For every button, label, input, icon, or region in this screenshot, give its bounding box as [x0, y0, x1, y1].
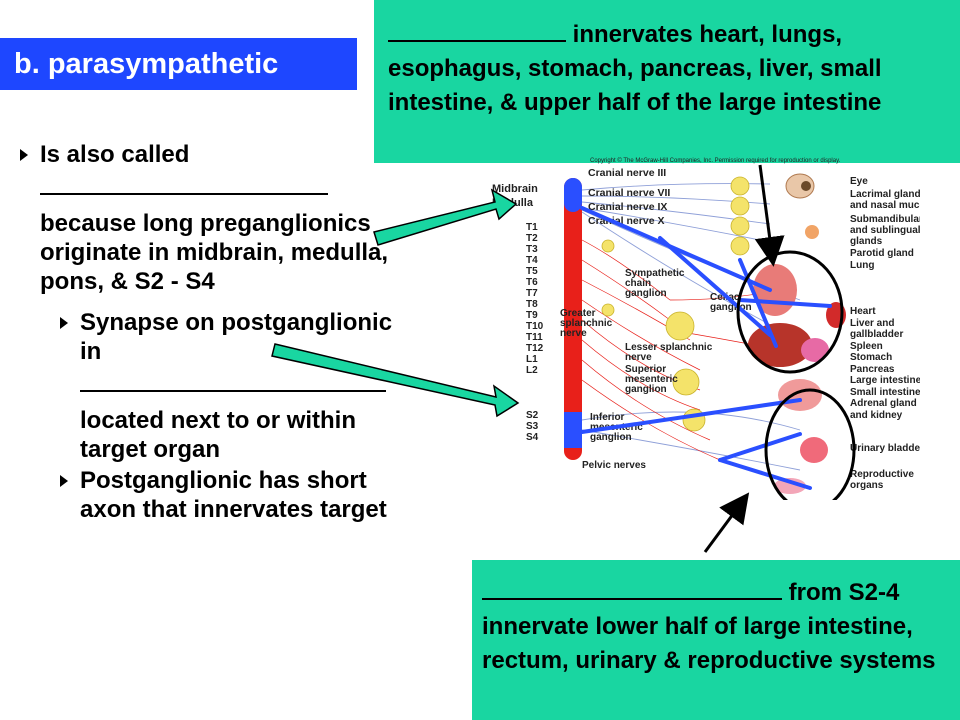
organ-label: and kidney	[850, 410, 903, 421]
bullet-main-text-a: Is also called	[40, 141, 190, 168]
organ-label: Lacrimal gland	[850, 189, 920, 200]
vertebra-label-l2: L2	[526, 365, 538, 376]
organ-label: Adrenal gland	[850, 398, 917, 409]
organ-label: Stomach	[850, 352, 892, 363]
fill-in-blank	[80, 374, 386, 392]
spinal-cord	[564, 178, 582, 460]
organ-label: and sublingual	[850, 225, 920, 236]
bullet-sub1-text-a: Synapse on postganglionic in	[80, 309, 393, 365]
organ-label: Small intestine	[850, 387, 920, 398]
fill-in-blank	[482, 572, 782, 600]
vertebra-label-t6: T6	[526, 277, 538, 288]
label-pelvic-nerves: Pelvic nerves	[582, 460, 646, 471]
ganglia	[601, 176, 750, 432]
vertebra-label-t7: T7	[526, 288, 538, 299]
organ-label: Urinary bladder	[850, 443, 920, 454]
callout-bottom-text-rest: innervate lower half of large intestine,…	[482, 613, 936, 674]
callout-bottom: from S2-4 innervate lower half of large …	[472, 560, 960, 720]
vertebra-label-t11: T11	[526, 332, 543, 343]
organ-label: Spleen	[850, 341, 883, 352]
organ-label: Submandibular	[850, 214, 920, 225]
pointer-arrow-lower	[703, 492, 750, 553]
vertebra-label-t10: T10	[526, 321, 544, 332]
vertebra-label-t3: T3	[526, 244, 538, 255]
upper-organ-circle	[736, 250, 844, 374]
sacral-region	[564, 412, 582, 448]
vertebra-label-s3: S3	[526, 421, 539, 432]
callout-top: innervates heart, lungs, esophagus, stom…	[374, 0, 960, 163]
bullet-sub2-text: Postganglionic has short axon that inner…	[80, 467, 387, 523]
green-arrow-lower	[271, 343, 520, 418]
label-cranial-nerve-iii: Cranial nerve III	[588, 167, 666, 179]
organ-label: Large intestine	[850, 375, 920, 386]
vertebra-label-t4: T4	[526, 255, 538, 266]
bullet-arrow-icon	[20, 149, 28, 161]
fill-in-blank	[40, 177, 328, 195]
vertebra-label-t2: T2	[526, 233, 538, 244]
pointer-arrow-upper	[754, 164, 785, 267]
bullet-main-text-b: because long preganglionics originate in…	[40, 210, 389, 295]
sympathetic-fibers	[581, 239, 781, 461]
label-midbrain: Midbrain	[492, 183, 538, 195]
bullet-arrow-icon	[60, 317, 68, 329]
vertebra-label-s4: S4	[526, 432, 539, 443]
vertebra-label-t8: T8	[526, 299, 538, 310]
vertebra-label-s2: S2	[526, 410, 539, 421]
bullet-arrow-icon	[60, 475, 68, 487]
bullet-sub1-text-b: located next to or within target organ	[80, 407, 357, 463]
brainstem-region	[564, 178, 582, 212]
organ-label: Reproductive	[850, 469, 914, 480]
lower-organ-circle	[764, 388, 856, 500]
bullet-sub-1: Synapse on postganglionic in located nex…	[18, 308, 408, 464]
fill-in-blank	[388, 14, 566, 42]
organ-label: gallbladder	[850, 329, 903, 340]
organ-label: organs	[850, 480, 884, 491]
vertebra-label-l1: L1	[526, 354, 538, 365]
organ-label: Pancreas	[850, 364, 895, 375]
organ-label: Heart	[850, 306, 876, 317]
label-cranial-nerve-ix: Cranial nerve IX	[588, 201, 667, 213]
copyright-note: Copyright © The McGraw-Hill Companies, I…	[590, 157, 841, 164]
organ-label: Liver and	[850, 318, 894, 329]
callout-top-text: innervates heart, lungs, esophagus, stom…	[388, 21, 882, 116]
vertebra-label-t12: T12	[526, 343, 544, 354]
organ-label: Lung	[850, 260, 874, 271]
organ-label: and nasal mucosa	[850, 200, 920, 211]
slide-title: b. parasympathetic	[0, 38, 357, 90]
organ-label: Eye	[850, 176, 868, 187]
vertebra-label-t5: T5	[526, 266, 538, 277]
organ-label: glands	[850, 236, 883, 247]
organ-label: Parotid gland	[850, 248, 914, 259]
label-cranial-nerve-vii: Cranial nerve VII	[588, 187, 670, 199]
vertebra-label-t1: T1	[526, 222, 538, 233]
vertebra-label-t9: T9	[526, 310, 538, 321]
parasympathetic-pathways	[580, 206, 832, 490]
green-arrow-upper	[373, 188, 518, 246]
bullet-list: Is also called because long preganglioni…	[18, 140, 408, 524]
callout-bottom-text-first: from S2-4	[788, 579, 900, 606]
parasympathetic-diagram: Copyright © The McGraw-Hill Companies, I…	[492, 157, 920, 500]
bullet-sub-2: Postganglionic has short axon that inner…	[18, 466, 408, 524]
bullet-main: Is also called because long preganglioni…	[18, 140, 408, 296]
